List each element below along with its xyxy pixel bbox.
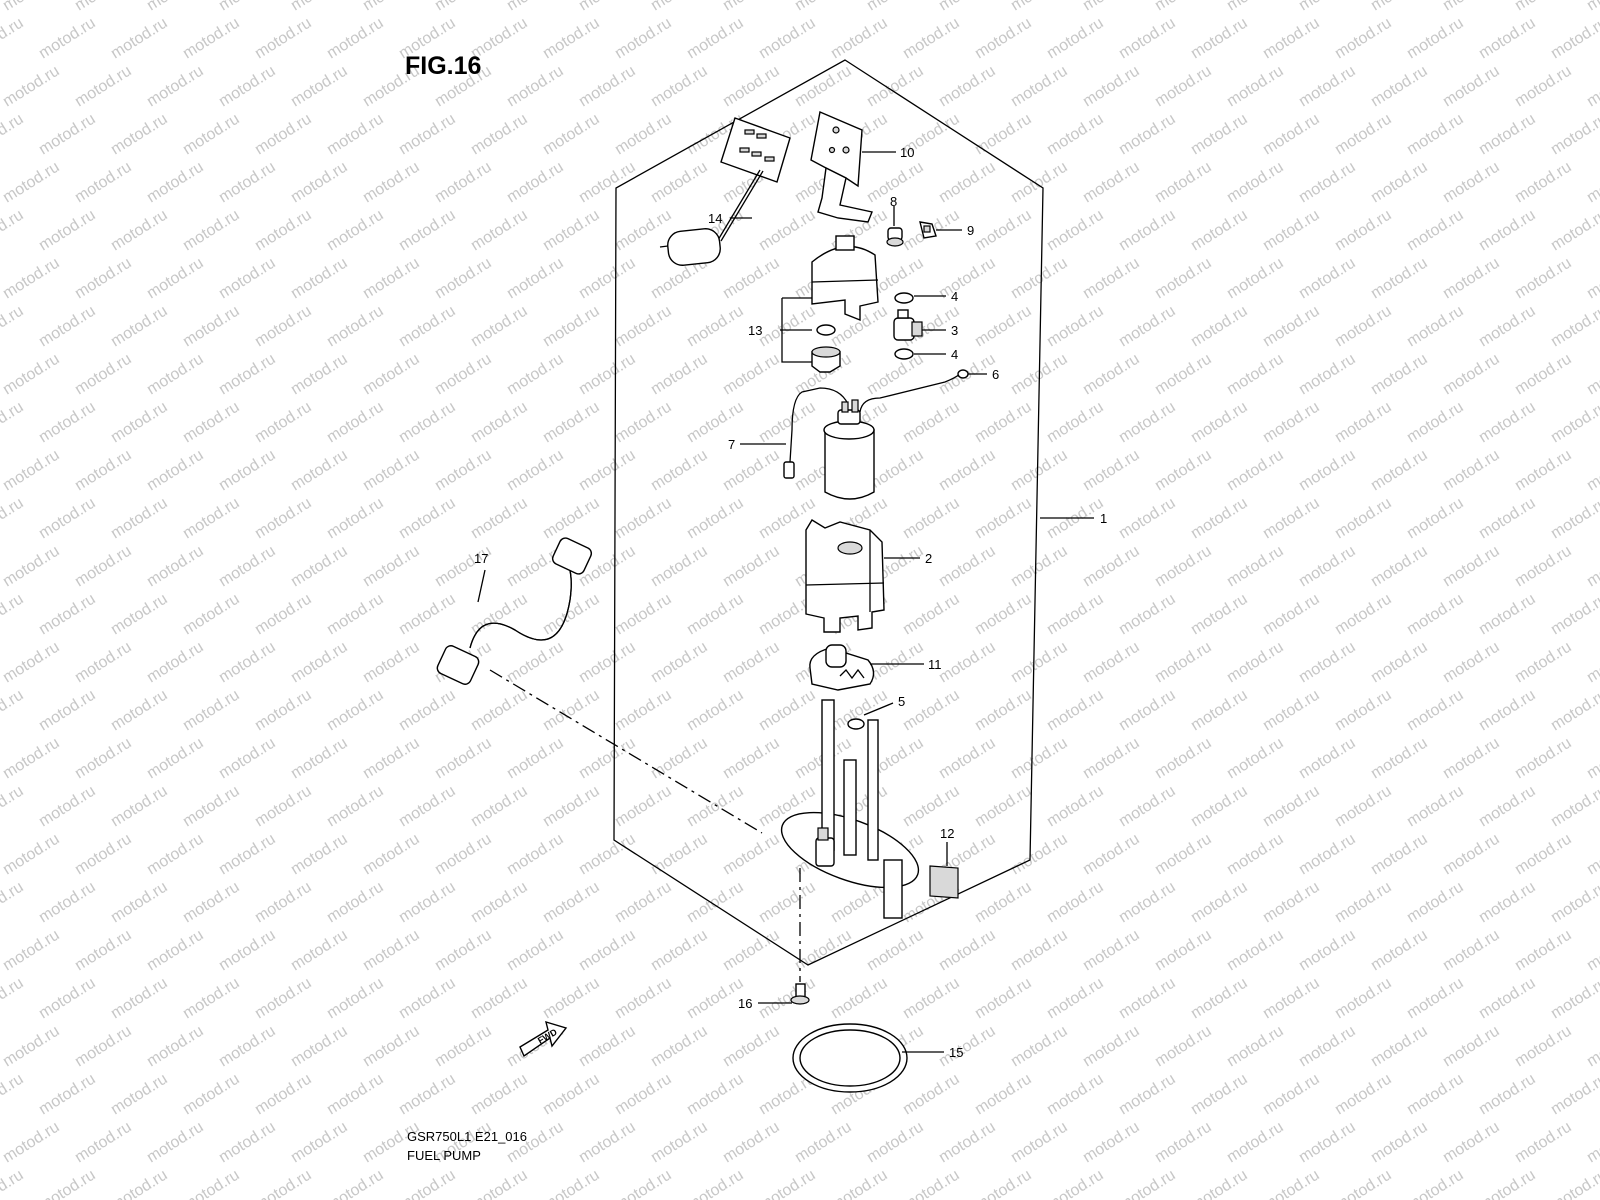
part-regulator-cap xyxy=(811,235,879,373)
callout-1: 1 xyxy=(1100,511,1107,526)
callout-10: 10 xyxy=(900,145,914,160)
part-cushion xyxy=(929,865,959,899)
callout-5: 5 xyxy=(898,694,905,709)
callout-17: 17 xyxy=(474,551,488,566)
part-o-ring-lower xyxy=(894,348,914,360)
callout-9: 9 xyxy=(967,223,974,238)
part-bolt xyxy=(790,983,810,1005)
part-grommet xyxy=(886,227,904,247)
leader-lines xyxy=(477,151,1094,1053)
part-base-plate xyxy=(780,699,920,919)
part-pump-case xyxy=(805,519,885,633)
harness-guide-line xyxy=(489,669,763,834)
callout-2: 2 xyxy=(925,551,932,566)
callout-7: 7 xyxy=(728,437,735,452)
figure-caption: FUEL PUMP xyxy=(407,1148,481,1163)
callout-8: 8 xyxy=(890,194,897,209)
callout-13: 13 xyxy=(748,323,762,338)
part-wiring-harness xyxy=(436,537,593,685)
assembly-frame xyxy=(613,59,1044,966)
part-lead-wire-7 xyxy=(789,387,849,463)
part-o-ring-5 xyxy=(847,718,865,730)
callout-11: 11 xyxy=(928,657,942,672)
figure-title: FIG.16 xyxy=(405,52,482,80)
part-o-ring-upper xyxy=(894,292,914,304)
callout-12: 12 xyxy=(940,826,954,841)
model-code: GSR750L1 E21_016 xyxy=(407,1129,527,1144)
part-gasket xyxy=(792,1023,908,1093)
part-fuel-filter xyxy=(809,644,875,691)
part-bracket xyxy=(810,111,873,223)
callout-4-lower: 4 xyxy=(951,347,958,362)
callout-4-upper: 4 xyxy=(951,289,958,304)
part-clip xyxy=(919,221,937,239)
part-pressure-regulator xyxy=(893,309,923,341)
callout-14: 14 xyxy=(708,211,722,226)
fwd-arrow-icon: FWD xyxy=(519,1020,568,1058)
callout-16: 16 xyxy=(738,996,752,1011)
part-fuel-pump-motor xyxy=(823,399,875,500)
part-lead-wire-6 xyxy=(859,373,961,413)
callout-15: 15 xyxy=(949,1045,963,1060)
callout-3: 3 xyxy=(951,323,958,338)
callout-6: 6 xyxy=(992,367,999,382)
part-fuel-level-gauge xyxy=(659,117,791,266)
